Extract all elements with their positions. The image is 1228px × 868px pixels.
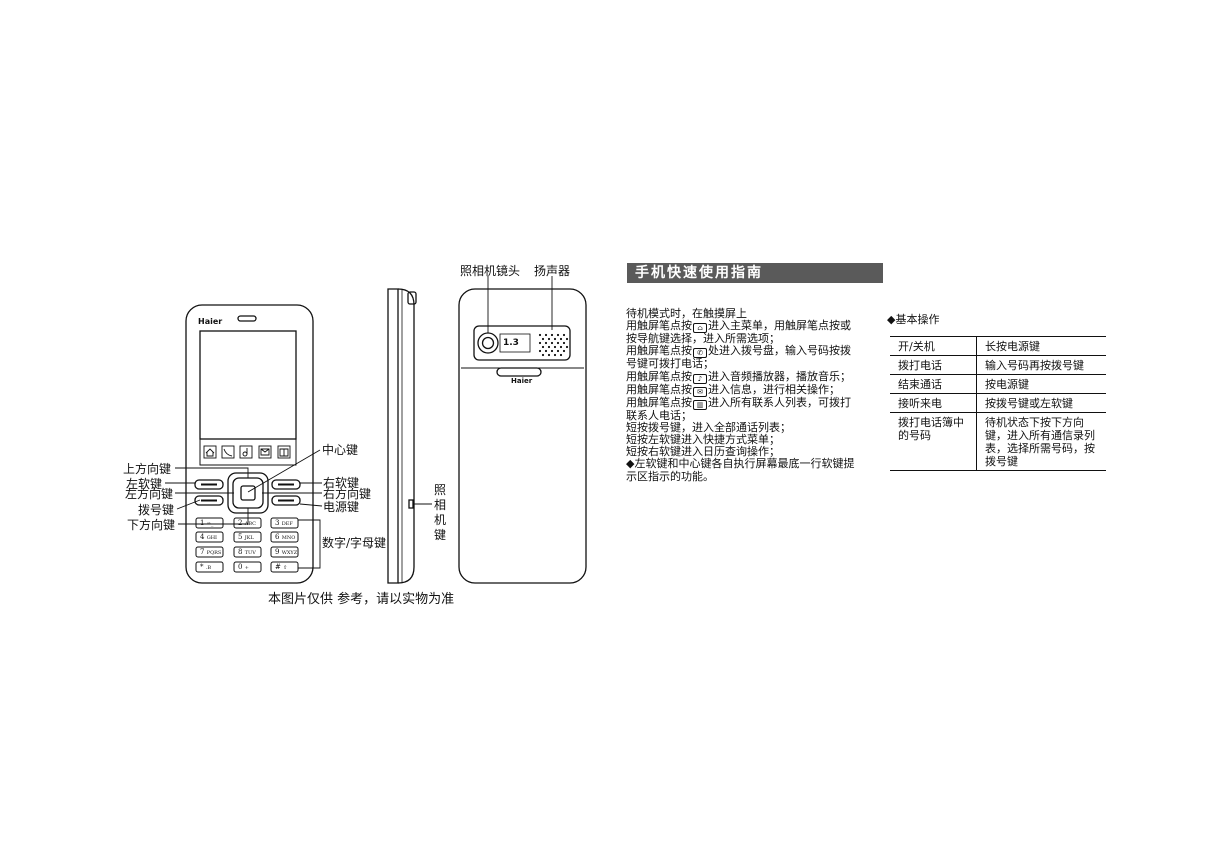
basic-ops-table: 开/关机 长按电源键 拨打电话 输入号码再按拨号键 结束通话 按电源键 接听来电… bbox=[890, 336, 1106, 471]
para-line: 按导航键选择，进入所需选项； bbox=[626, 332, 780, 346]
keypad bbox=[195, 517, 299, 573]
para-line: 用触屏笔点按▥进入所有联系人列表，可拨打 bbox=[626, 395, 851, 410]
key-8: 8 TUV bbox=[238, 548, 256, 556]
camera-lens bbox=[477, 332, 499, 354]
contacts-icon: ▥ bbox=[693, 399, 707, 410]
op-action: 拨打电话 bbox=[890, 355, 977, 375]
label-right-dir-key: 右方向键 bbox=[323, 487, 372, 501]
key-hash: # ⇧ bbox=[275, 563, 288, 571]
earpiece bbox=[237, 315, 257, 322]
phone-front-body bbox=[185, 304, 314, 584]
guide-title: 手机快速使用指南 bbox=[627, 263, 883, 283]
para-line: 号键可拨打电话； bbox=[626, 357, 714, 371]
camera-module bbox=[473, 325, 571, 361]
basic-ops-heading: ◆基本操作 bbox=[887, 313, 940, 326]
label-dial-key: 拨号键 bbox=[138, 503, 175, 517]
home-icon: ⌂ bbox=[693, 323, 707, 334]
brand-front: Haier bbox=[198, 317, 223, 326]
label-down-key: 下方向键 bbox=[127, 518, 176, 532]
phone-back-body bbox=[458, 288, 587, 584]
guide-body: 待机模式时，在触摸屏上 用触屏笔点按⌂进入主菜单，用触屏笔点按或 按导航键选择，… bbox=[626, 307, 884, 483]
phone-screen bbox=[199, 330, 297, 440]
message-icon: ✉ bbox=[693, 386, 707, 397]
phone-side-body bbox=[387, 288, 399, 584]
op-action: 开/关机 bbox=[890, 336, 977, 356]
key-2: 2 ABC bbox=[238, 519, 256, 527]
camera-megapixel-badge: 1.3 bbox=[503, 338, 519, 348]
label-camera-lens: 照相机镜头 bbox=[460, 264, 521, 278]
key-5: 5 JKL bbox=[238, 533, 254, 541]
left-soft-key bbox=[194, 479, 224, 490]
label-power-key: 电源键 bbox=[323, 500, 360, 514]
op-action: 接听来电 bbox=[890, 393, 977, 413]
image-caption: 本图片仅供 参考，请以实物为准 bbox=[268, 592, 455, 607]
key-9: 9 WXYZ bbox=[275, 548, 298, 556]
power-key bbox=[271, 495, 301, 506]
op-method: 待机状态下按下方向键，进入所有通信录列表，选择所需号码，按拨号键 bbox=[976, 412, 1106, 471]
para-line: ◆左软键和中心键各自执行屏幕最底一行软键提 bbox=[626, 457, 855, 471]
table-row: 拨打电话簿中的号码 待机状态下按下方向键，进入所有通信录列表，选择所需号码，按拨… bbox=[890, 412, 1106, 471]
phone-icon: ✆ bbox=[693, 348, 707, 359]
label-right-soft-key: 右软键 bbox=[323, 476, 360, 490]
music-icon: ♪ bbox=[693, 373, 707, 384]
key-star: * .B bbox=[200, 563, 211, 571]
para-line: 联系人电话； bbox=[626, 408, 692, 422]
op-action: 拨打电话簿中的号码 bbox=[890, 412, 977, 471]
para-line: 用触屏笔点按♪进入音频播放器，播放音乐； bbox=[626, 369, 851, 384]
screen-contacts-icon bbox=[277, 445, 291, 459]
op-method: 按拨号键或左软键 bbox=[976, 393, 1106, 413]
screen-phone-icon bbox=[221, 445, 235, 459]
op-action: 结束通话 bbox=[890, 374, 977, 394]
dial-key bbox=[194, 495, 224, 506]
camera-side-key bbox=[408, 499, 414, 509]
para-line: 示区指示的功能。 bbox=[626, 469, 714, 483]
center-key bbox=[240, 485, 256, 501]
callout-lines bbox=[165, 276, 553, 569]
label-center-key: 中心键 bbox=[322, 443, 359, 457]
label-left-soft-key: 左软键 bbox=[126, 477, 163, 491]
screen-home-icon bbox=[203, 445, 217, 459]
key-0: 0 + bbox=[238, 563, 249, 571]
para-line: 短按拨号键，进入全部通话列表； bbox=[626, 420, 791, 434]
key-7: 7 PQRS bbox=[200, 548, 222, 556]
label-speaker: 扬声器 bbox=[534, 264, 571, 278]
speaker-grill bbox=[538, 333, 569, 357]
op-method: 按电源键 bbox=[976, 374, 1106, 394]
op-method: 输入号码再按拨号键 bbox=[976, 355, 1106, 375]
key-1: 1 ∞_ bbox=[200, 519, 214, 527]
para-line: 短按左软键进入快捷方式菜单； bbox=[626, 433, 780, 447]
table-row: 接听来电 按拨号键或左软键 bbox=[890, 393, 1106, 413]
table-row: 结束通话 按电源键 bbox=[890, 374, 1106, 394]
para-line: 短按右软键进入日历查询操作； bbox=[626, 445, 780, 459]
para-line: 用触屏笔点按✉进入信息，进行相关操作； bbox=[626, 382, 840, 397]
table-row: 拨打电话 输入号码再按拨号键 bbox=[890, 355, 1106, 375]
key-6: 6 MNO bbox=[275, 533, 296, 541]
para-line: 用触屏笔点按✆处进入拨号盘，输入号码按拨 bbox=[626, 344, 851, 359]
op-method: 长按电源键 bbox=[976, 336, 1106, 356]
para-line: 待机模式时，在触摸屏上 bbox=[626, 307, 747, 320]
key-4: 4 GHI bbox=[200, 533, 218, 541]
label-up-key: 上方向键 bbox=[123, 462, 172, 476]
key-3: 3 DEF bbox=[275, 519, 293, 527]
screen-music-icon bbox=[239, 445, 253, 459]
screen-message-icon bbox=[258, 445, 272, 459]
label-camera-key: 照 相 机 键 bbox=[434, 483, 447, 542]
table-row: 开/关机 长按电源键 bbox=[890, 336, 1106, 356]
brand-back: Haier bbox=[511, 377, 533, 385]
para-line: 用触屏笔点按⌂进入主菜单，用触屏笔点按或 bbox=[626, 319, 851, 334]
label-number-keys: 数字/字母键 bbox=[322, 536, 387, 550]
right-soft-key bbox=[271, 479, 301, 490]
label-left-dir-key: 左方向键 bbox=[125, 487, 174, 501]
